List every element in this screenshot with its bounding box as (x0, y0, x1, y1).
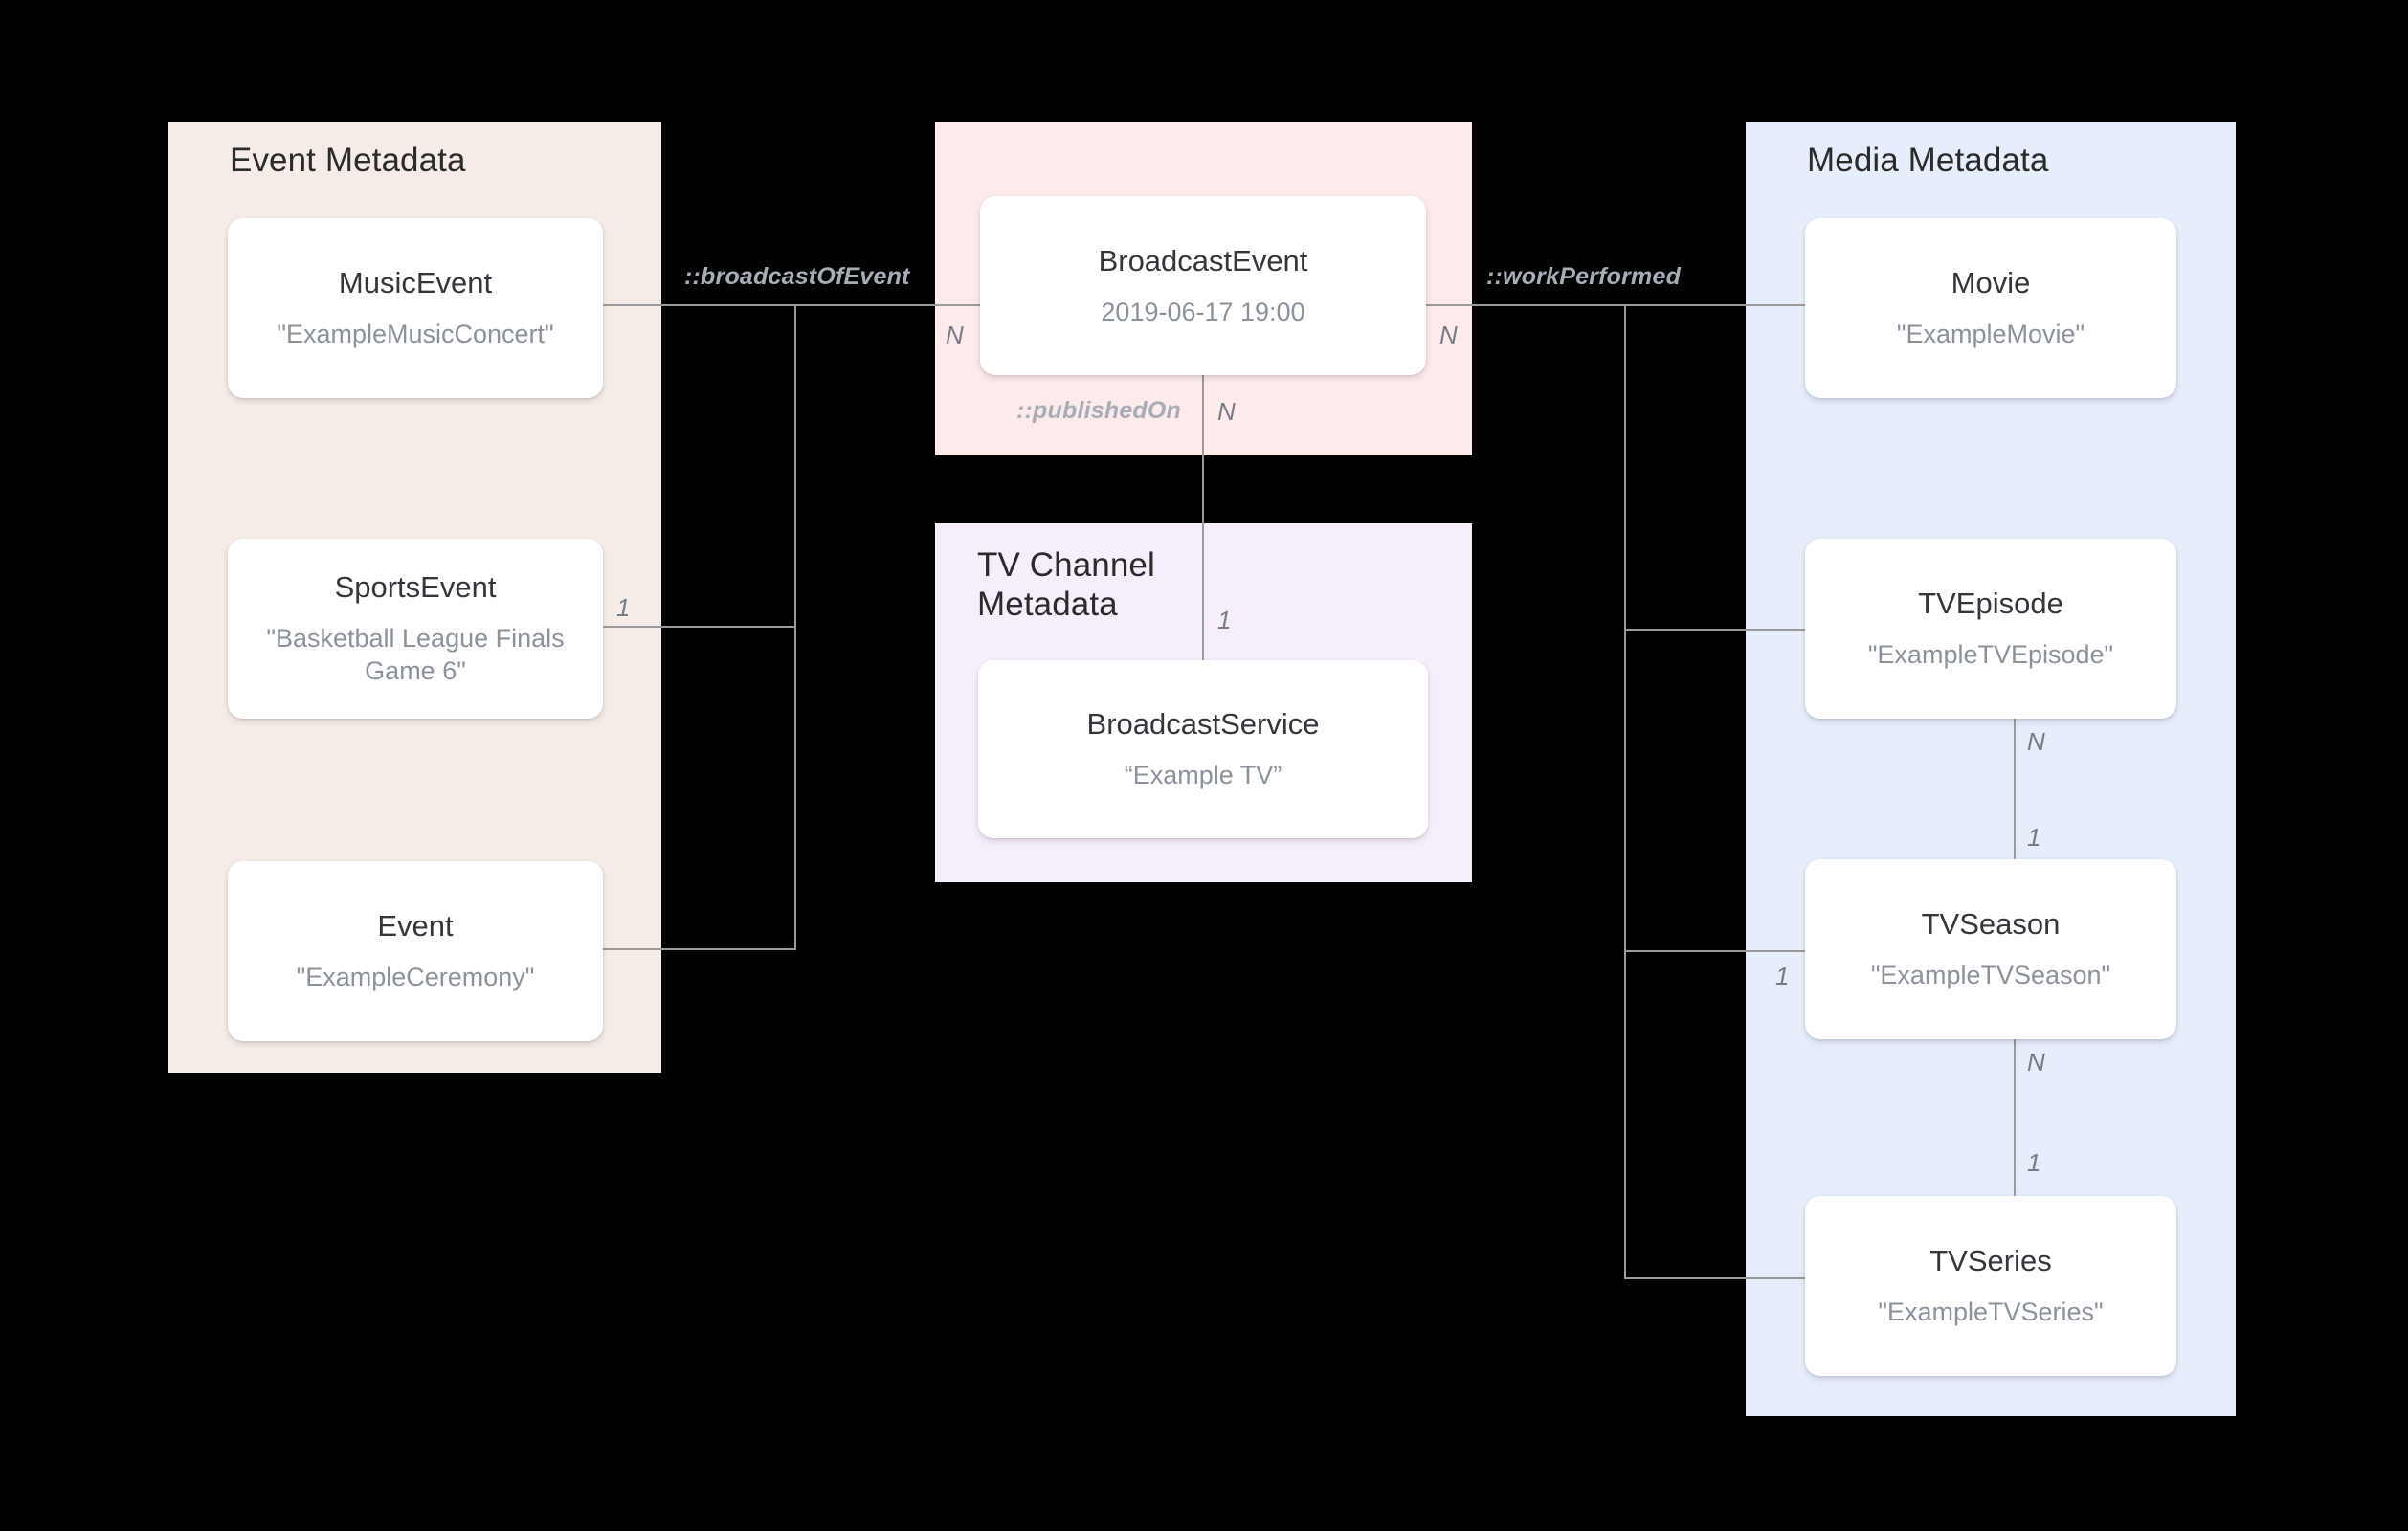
entity-card-broadcastevent[interactable]: BroadcastEvent 2019-06-17 19:00 (980, 196, 1426, 375)
connector-tvseason-stub (1624, 950, 1806, 952)
connector-sportsevent-stub (603, 626, 796, 628)
entity-value-movie: "ExampleMovie" (1896, 320, 2085, 349)
entity-type-movie: Movie (1951, 266, 2031, 300)
connector-publishedon (1202, 375, 1204, 660)
group-title-tv-channel-metadata: TV Channel Metadata (977, 546, 1155, 624)
entity-value-tvseries: "ExampleTVSeries" (1878, 1298, 2104, 1327)
group-title-event-metadata: Event Metadata (230, 142, 466, 179)
cardinality-tvseason-top: 1 (2027, 823, 2041, 852)
entity-type-musicevent: MusicEvent (338, 266, 493, 300)
entity-value-musicevent: "ExampleMusicConcert" (277, 320, 554, 349)
entity-type-tvseason: TVSeason (1921, 907, 2061, 942)
relation-label-publishedon: ::publishedOn (1016, 397, 1182, 424)
entity-type-broadcastevent: BroadcastEvent (1098, 243, 1308, 277)
entity-value-event: "ExampleCeremony" (296, 963, 535, 992)
cardinality-sportsevent-right: 1 (616, 593, 631, 622)
cardinality-broadcastevent-bottom: N (1217, 397, 1236, 426)
entity-value-tvseason: "ExampleTVSeason" (1870, 961, 2111, 990)
cardinality-broadcastevent-right: N (1439, 321, 1458, 349)
connector-episode-season (2014, 719, 2016, 860)
connector-tvseries-stub (1624, 1277, 1806, 1279)
connector-workperformed-trunk (1426, 304, 1805, 306)
entity-type-broadcastservice: BroadcastService (1086, 707, 1320, 742)
cardinality-broadcastevent-left: N (946, 321, 964, 349)
cardinality-broadcastservice-top: 1 (1217, 606, 1232, 634)
cardinality-tvseason-bottom: N (2027, 1048, 2045, 1076)
entity-value-broadcastevent: 2019-06-17 19:00 (1101, 297, 1305, 326)
connector-event-stub (603, 948, 796, 950)
connector-tvepisode-stub (1624, 629, 1806, 631)
connector-broadcastofevent-trunk (794, 304, 982, 306)
entity-card-musicevent[interactable]: MusicEvent "ExampleMusicConcert" (228, 218, 603, 398)
entity-value-tvepisode: "ExampleTVEpisode" (1867, 640, 2114, 670)
entity-value-sportsevent: "Basketball League Finals Game 6" (266, 624, 565, 686)
connector-event-bus (794, 304, 796, 950)
entity-card-tvseries[interactable]: TVSeries "ExampleTVSeries" (1805, 1196, 2176, 1376)
entity-type-tvepisode: TVEpisode (1918, 587, 2063, 621)
entity-type-tvseries: TVSeries (1929, 1244, 2052, 1278)
entity-card-sportsevent[interactable]: SportsEvent "Basketball League Finals Ga… (228, 539, 603, 719)
relation-label-broadcastofevent: ::broadcastOfEvent (684, 263, 910, 290)
cardinality-tvseason-left: 1 (1775, 962, 1790, 990)
cardinality-tvepisode-bottom: N (2027, 727, 2045, 756)
entity-card-tvseason[interactable]: TVSeason "ExampleTVSeason" (1805, 859, 2176, 1039)
entity-card-broadcastservice[interactable]: BroadcastService “Example TV” (978, 660, 1428, 838)
entity-card-tvepisode[interactable]: TVEpisode "ExampleTVEpisode" (1805, 539, 2176, 719)
connector-media-bus (1624, 304, 1626, 1278)
entity-value-broadcastservice: “Example TV” (1124, 761, 1282, 790)
connector-season-series (2014, 1039, 2016, 1196)
connector-musicevent-stub (603, 304, 796, 306)
relation-label-workperformed: ::workPerformed (1486, 263, 1682, 290)
group-title-media-metadata: Media Metadata (1807, 142, 2049, 179)
cardinality-tvseries-top: 1 (2027, 1148, 2041, 1177)
entity-type-event: Event (377, 909, 454, 943)
entity-card-movie[interactable]: Movie "ExampleMovie" (1805, 218, 2176, 398)
entity-type-sportsevent: SportsEvent (334, 570, 497, 605)
entity-card-event[interactable]: Event "ExampleCeremony" (228, 861, 603, 1041)
